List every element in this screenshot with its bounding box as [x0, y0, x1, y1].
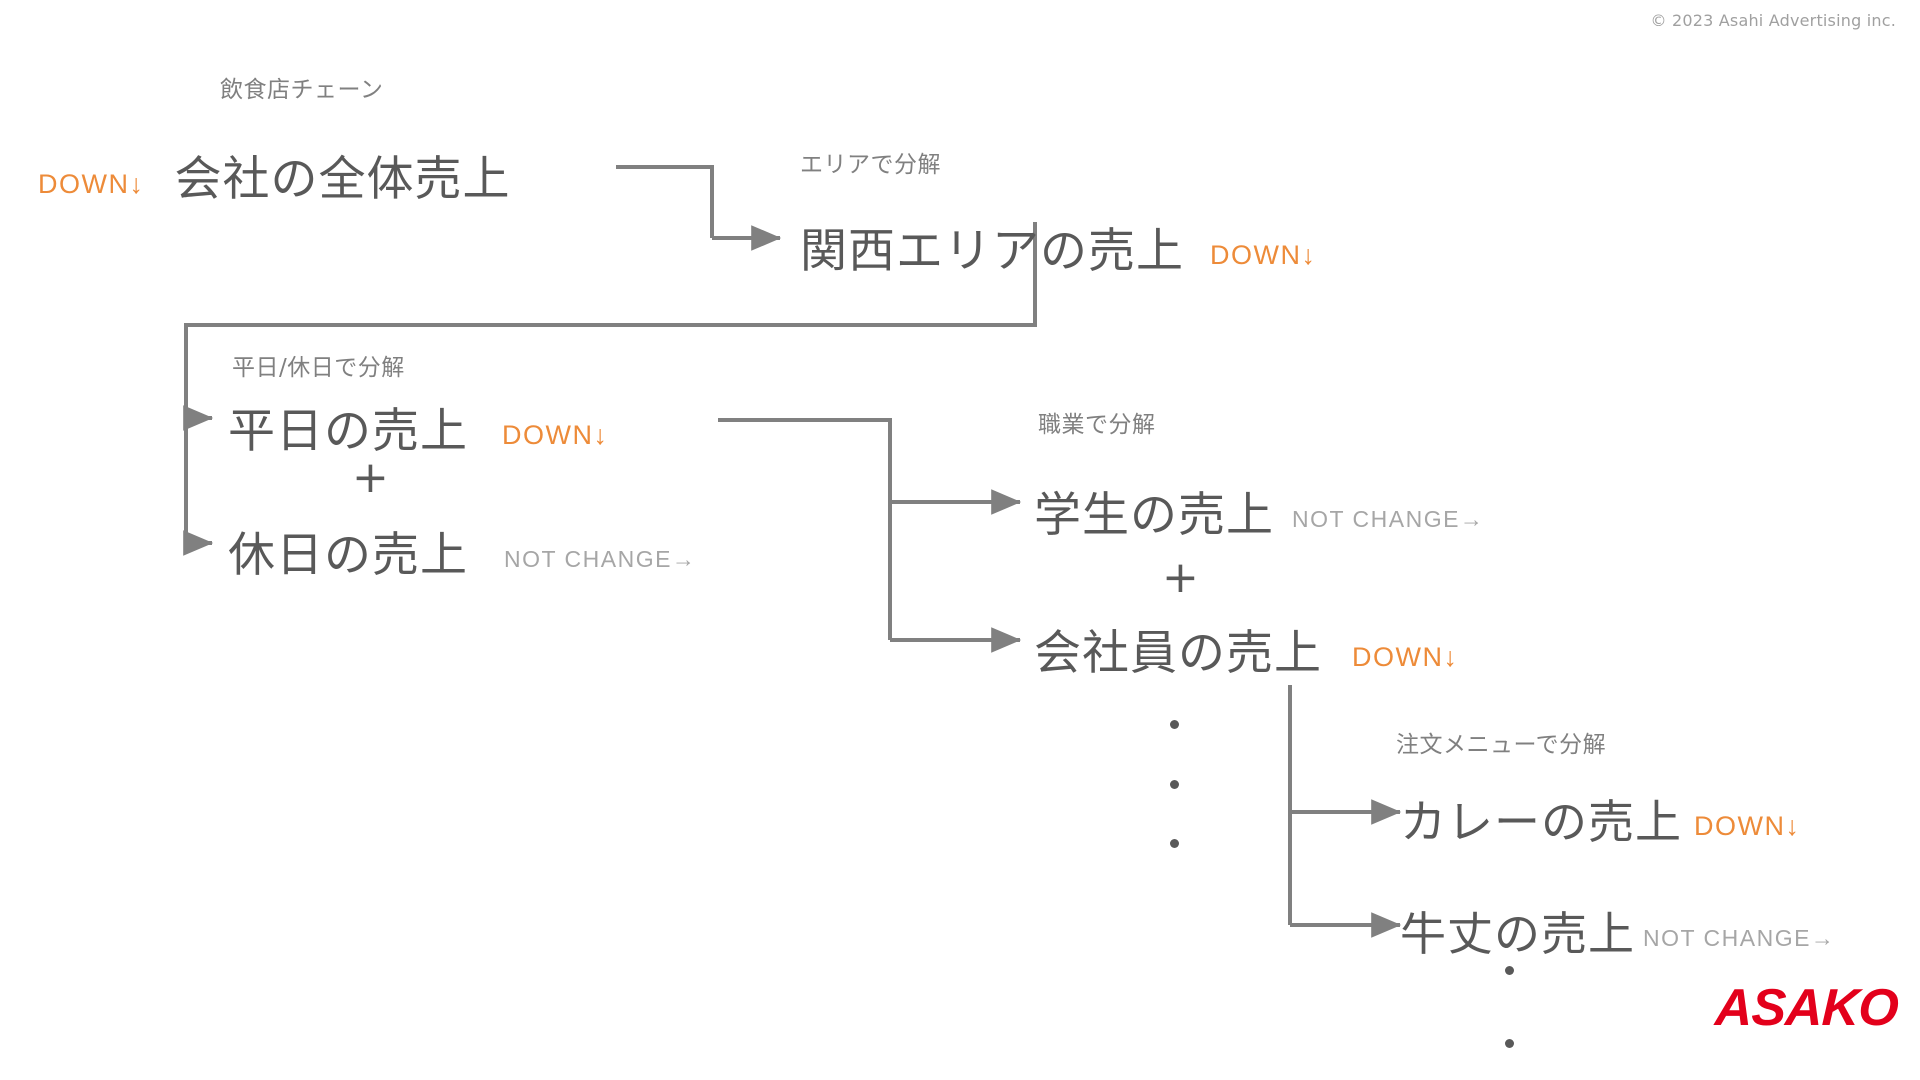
- ellipsis-dot: [1505, 1039, 1514, 1048]
- status-badge-weekday-sales: DOWN↓: [502, 420, 609, 450]
- connector-weekday-to-job-bus: [718, 418, 892, 640]
- ellipsis-occupation: [1170, 720, 1179, 848]
- status-badge-curry-sales: DOWN↓: [1694, 811, 1801, 841]
- node-label-student-sales: 学生の売上: [1034, 488, 1274, 543]
- ellipsis-dot: [1170, 779, 1179, 789]
- node-label-holiday-sales: 休日の売上: [228, 528, 468, 583]
- node-curry-sales: カレーの売上 DOWN↓: [1400, 786, 1800, 852]
- status-badge-student-sales: NOT CHANGE→: [1292, 506, 1485, 532]
- node-label-gyudon-sales: 牛丈の売上: [1400, 907, 1635, 961]
- ellipsis-dot: [1505, 966, 1514, 975]
- decomposition-label-occupation: 職業で分解: [1038, 412, 1156, 438]
- asako-logo: ASAKO: [1714, 979, 1900, 1037]
- ellipsis-dot: [1170, 839, 1179, 848]
- status-badge-employee-sales: DOWN↓: [1352, 642, 1459, 672]
- ellipsis-menu: [1505, 966, 1514, 1048]
- ellipsis-dot: [1170, 720, 1179, 729]
- decomposition-label-menu: 注文メニューで分解: [1396, 732, 1607, 758]
- connector-root-to-area: [616, 165, 714, 238]
- status-badge-holiday-sales: NOT CHANGE→: [504, 546, 697, 572]
- node-label-total-sales: 会社の全体売上: [174, 152, 511, 207]
- node-employee-sales: 会社員の売上 DOWN↓: [1034, 614, 1458, 683]
- decomposition-label-area: エリアで分解: [800, 152, 941, 178]
- status-badge-total-sales: DOWN↓: [38, 169, 145, 199]
- node-label-employee-sales: 会社員の売上: [1034, 626, 1322, 681]
- node-student-sales: 学生の売上 NOT CHANGE→: [1034, 476, 1484, 545]
- status-badge-gyudon-sales: NOT CHANGE→: [1643, 925, 1836, 951]
- node-kansai-area-sales: 関西エリアの売上 DOWN↓: [800, 212, 1316, 281]
- node-total-sales: DOWN↓ 会社の全体売上: [38, 140, 510, 209]
- status-badge-kansai-area-sales: DOWN↓: [1210, 240, 1317, 270]
- node-label-kansai-area-sales: 関西エリアの売上: [800, 224, 1184, 279]
- node-label-weekday-sales: 平日の売上: [228, 404, 468, 459]
- node-label-curry-sales: カレーの売上: [1400, 795, 1682, 849]
- node-weekday-sales: 平日の売上 DOWN↓: [228, 392, 608, 461]
- copyright-notice: © 2023 Asahi Advertising inc.: [1650, 11, 1896, 30]
- decomposition-label-weekday-holiday: 平日/休日で分解: [232, 355, 405, 381]
- node-holiday-sales: 休日の売上 NOT CHANGE→: [228, 516, 696, 585]
- decomposition-label-chain: 飲食店チェーン: [220, 77, 384, 103]
- node-gyudon-sales: 牛丈の売上 NOT CHANGE→: [1400, 898, 1835, 964]
- operator-plus-occupation: +: [1162, 552, 1199, 603]
- operator-plus-weekday-holiday: +: [352, 452, 389, 503]
- connector-area-to-weekday-bus: [184, 222, 1037, 543]
